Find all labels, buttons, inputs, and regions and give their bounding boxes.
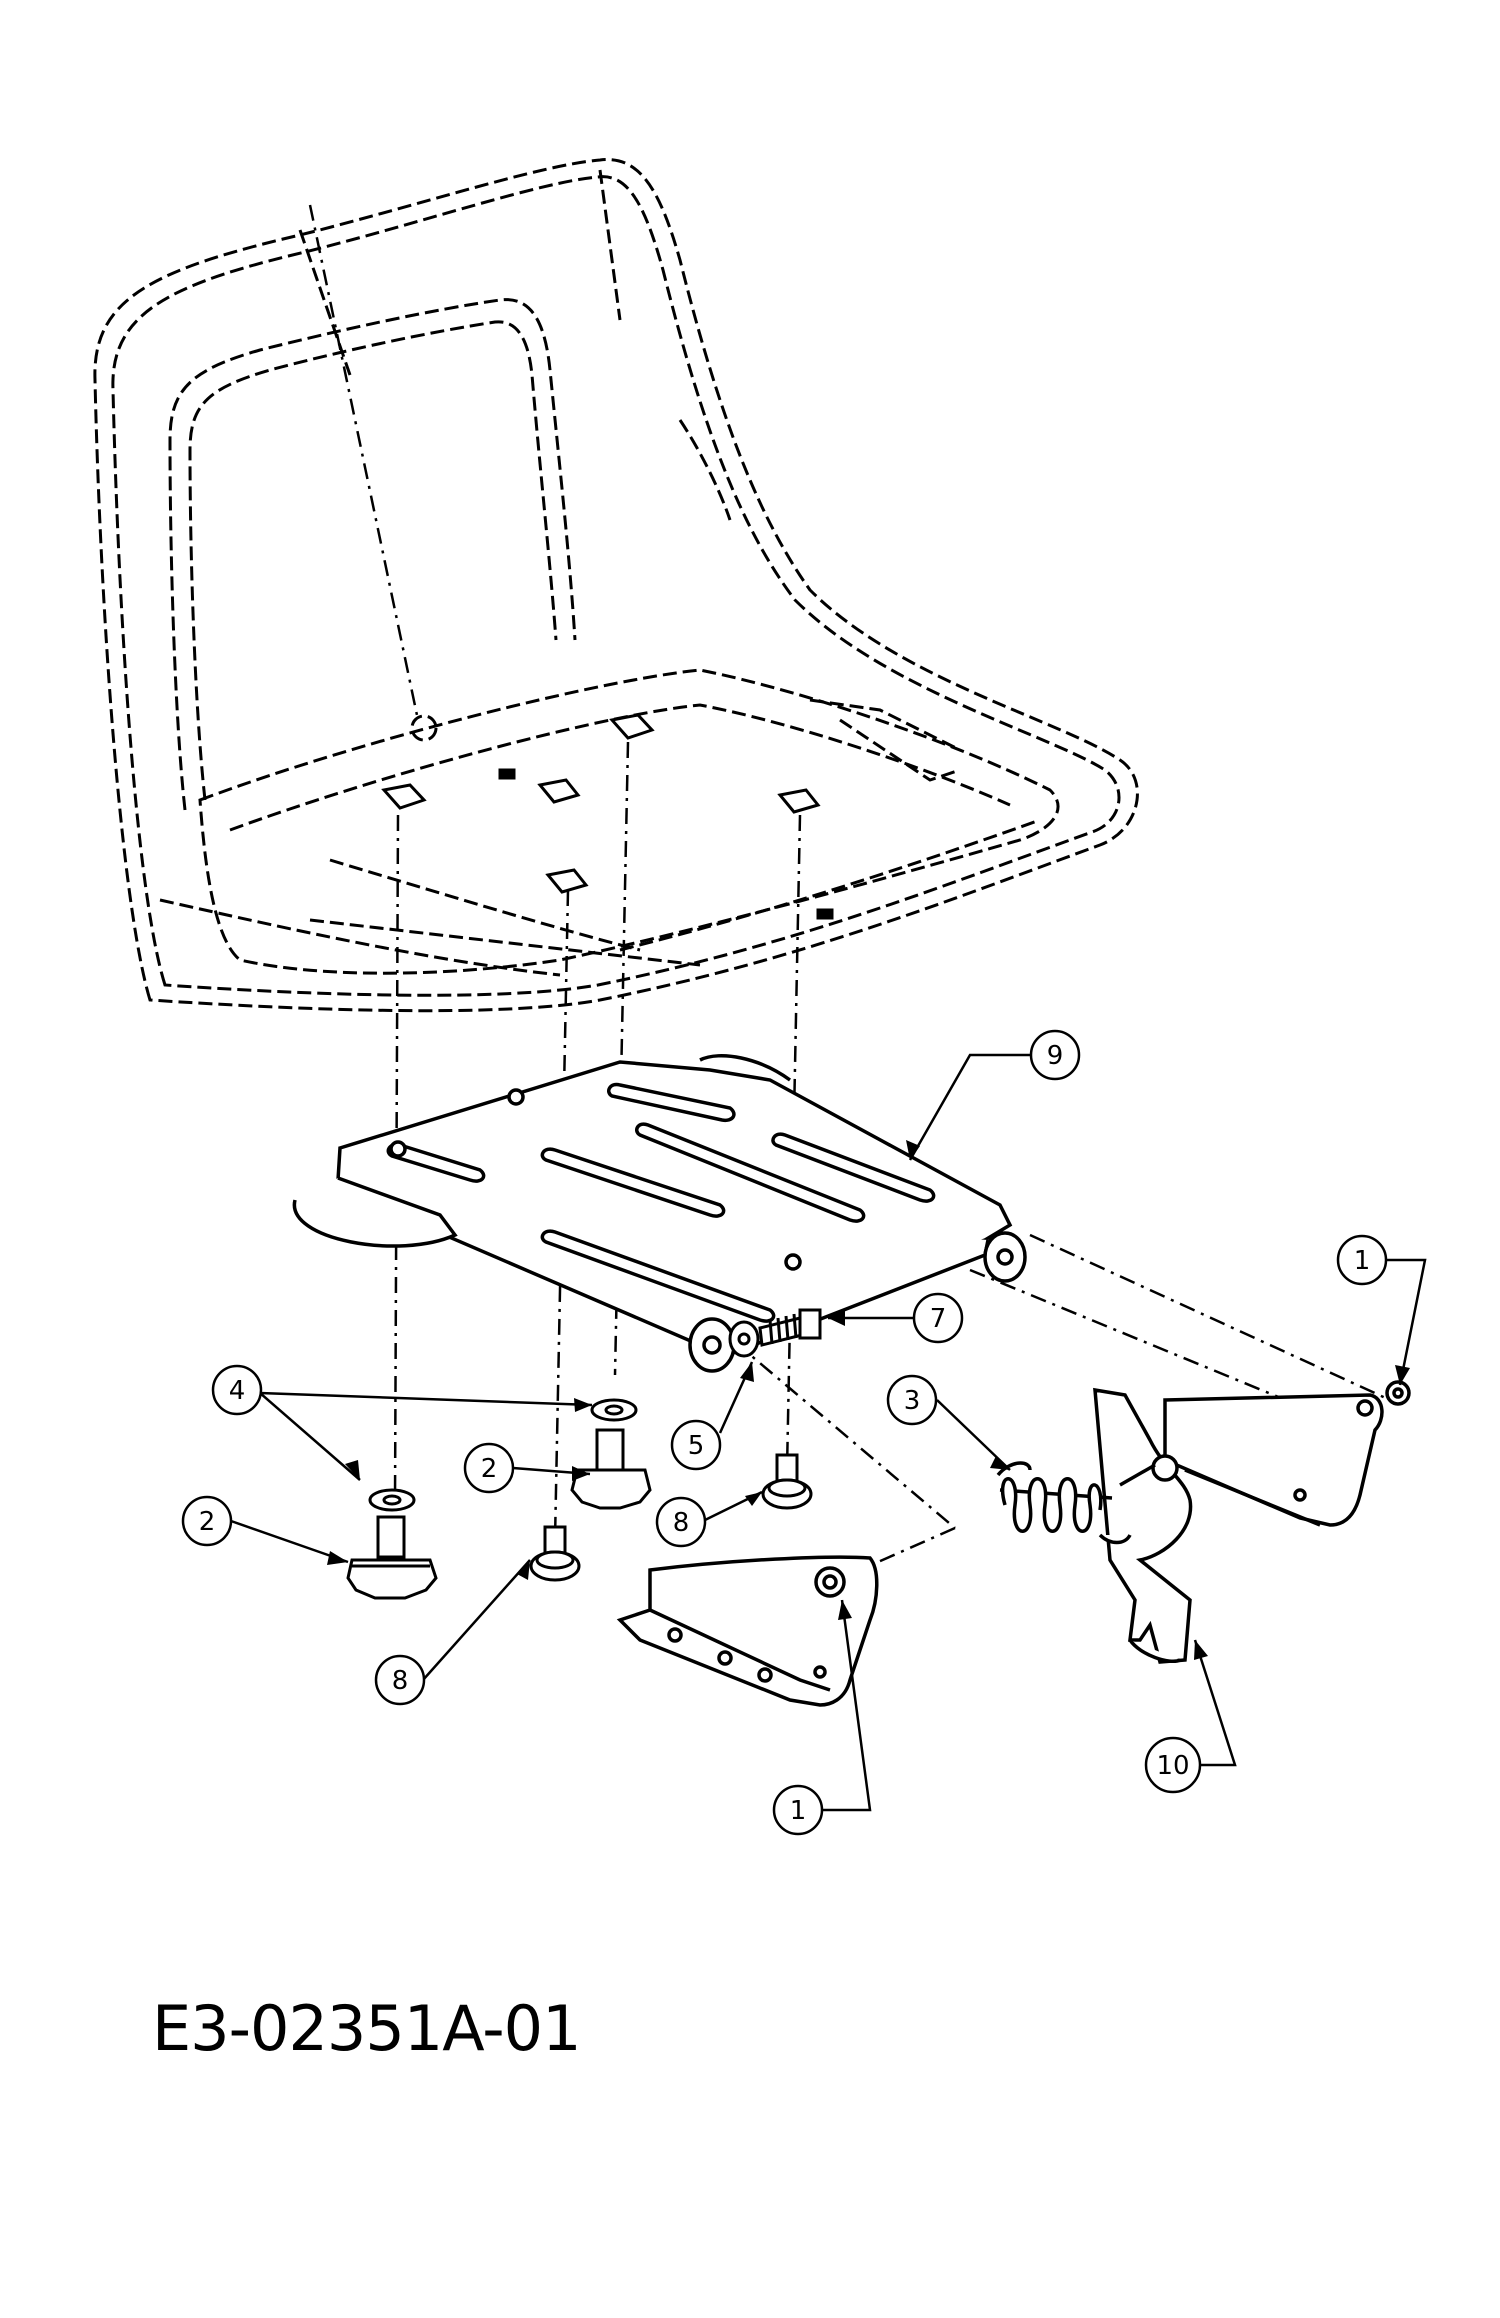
callout-labels: 9 1 7 4 3 5 2 2 8 8 10 1: [199, 1041, 1371, 1826]
callout-8-left-bubble: [374, 1654, 426, 1706]
callout-8-right-label: 8: [673, 1508, 690, 1538]
callout-bubbles: [181, 1029, 1388, 1836]
left-hinge-bracket: [616, 1555, 879, 1707]
coil-spring: [996, 1461, 1132, 1545]
spacer-bushings: [529, 1453, 813, 1582]
alignment-lines: [308, 204, 1391, 1572]
seat: [93, 158, 1139, 1013]
callout-7-bubble: [912, 1292, 964, 1344]
pivot-hardware: [728, 1308, 822, 1358]
callout-8-left-label: 8: [392, 1666, 409, 1696]
callout-1-right-label: 1: [1354, 1246, 1371, 1276]
callout-9-label: 9: [1047, 1041, 1064, 1071]
callout-5-bubble: [670, 1419, 722, 1471]
seat-mount-tabs: [381, 713, 834, 920]
callout-4-bubble: [211, 1364, 263, 1416]
seat-plate: [292, 1054, 1027, 1373]
drawing-number: E3-02351A-01: [152, 1992, 582, 2065]
callout-10-label: 10: [1156, 1751, 1189, 1781]
callout-2-right-bubble: [463, 1442, 515, 1494]
spring-and-lever: [996, 1387, 1193, 1664]
callout-5-label: 5: [688, 1431, 705, 1461]
washer-parts: [368, 1398, 638, 1512]
callout-3-bubble: [886, 1374, 938, 1426]
callout-1-right-bubble: [1336, 1234, 1388, 1286]
right-hinge-bracket: [1163, 1380, 1411, 1527]
knob-nut-center: [570, 1428, 652, 1510]
callout-8-right-bubble: [655, 1496, 707, 1548]
knob-nut-left: [346, 1515, 438, 1600]
callout-2-left-label: 2: [199, 1507, 216, 1537]
callout-4-label: 4: [229, 1376, 246, 1406]
callout-7-label: 7: [930, 1304, 947, 1334]
bushing-right: [761, 1453, 813, 1510]
callout-1-bottom-bubble: [772, 1784, 824, 1836]
knob-nuts: [346, 1428, 652, 1600]
bushing-center: [529, 1525, 581, 1582]
callout-3-label: 3: [904, 1386, 921, 1416]
callout-2-left-bubble: [181, 1495, 233, 1547]
callout-9-bubble: [1029, 1029, 1081, 1081]
callout-2-right-label: 2: [481, 1454, 498, 1484]
arrowheads: [327, 1140, 1410, 1660]
callout-10-bubble: [1144, 1736, 1202, 1794]
callout-1-bottom-label: 1: [790, 1796, 807, 1826]
